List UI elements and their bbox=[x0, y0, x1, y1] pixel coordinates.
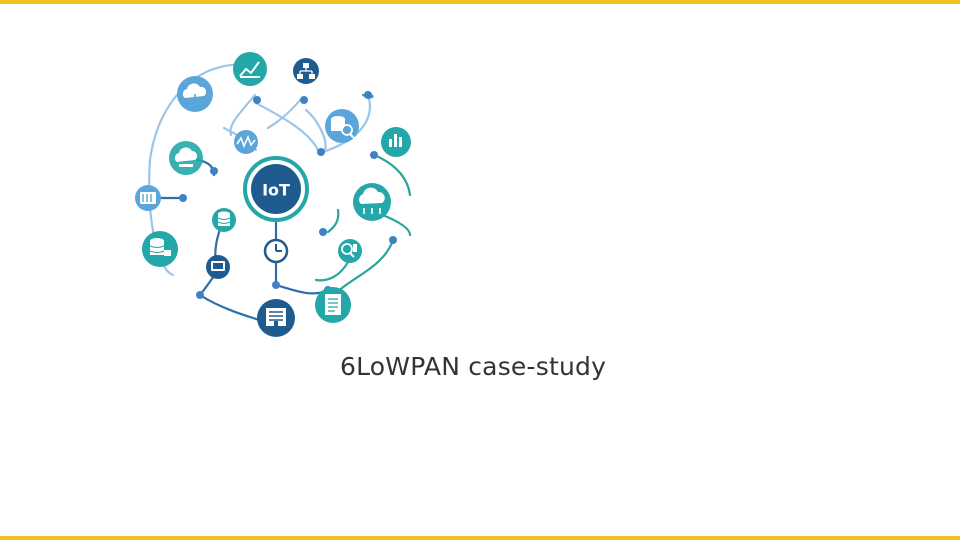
server-rack-icon bbox=[135, 185, 161, 211]
connector-line bbox=[254, 101, 320, 152]
bar-chart-icon bbox=[381, 127, 411, 157]
node-dot bbox=[253, 96, 261, 104]
connector-line bbox=[326, 208, 340, 234]
node-dot bbox=[364, 91, 372, 99]
connector-line bbox=[229, 93, 257, 137]
stopwatch-icon bbox=[263, 238, 289, 264]
cloud-download-icon bbox=[177, 76, 213, 112]
connector-line bbox=[304, 108, 327, 152]
cloud-sync-icon bbox=[169, 141, 203, 175]
top-accent-bar bbox=[0, 0, 960, 4]
office-building-icon bbox=[257, 299, 295, 337]
monitor-icon bbox=[206, 255, 230, 279]
node-dot bbox=[179, 194, 187, 202]
node-dot bbox=[389, 236, 397, 244]
signal-wave-icon bbox=[234, 130, 258, 154]
connector-line bbox=[372, 153, 412, 197]
connector-line bbox=[274, 283, 330, 295]
hub-label: IoT bbox=[262, 181, 290, 200]
node-dot bbox=[319, 228, 327, 236]
database-lock-icon bbox=[142, 231, 178, 267]
node-dot bbox=[370, 151, 378, 159]
node-dot bbox=[272, 281, 280, 289]
analytics-chart-icon bbox=[233, 52, 267, 86]
bottom-accent-bar bbox=[0, 536, 960, 540]
node-dot bbox=[300, 96, 308, 104]
iot-hub: IoT bbox=[243, 156, 309, 222]
document-list-icon bbox=[315, 287, 351, 323]
node-dot bbox=[210, 167, 218, 175]
database-icon bbox=[212, 208, 236, 232]
node-dot bbox=[196, 291, 204, 299]
connector-line bbox=[314, 260, 350, 282]
search-analytics-icon bbox=[338, 239, 362, 263]
network-nodes-icon bbox=[293, 58, 319, 84]
slide-title: 6LoWPAN case-study bbox=[340, 352, 607, 381]
connector-line bbox=[321, 93, 371, 154]
connector-line bbox=[266, 98, 302, 130]
database-search-icon bbox=[325, 109, 359, 143]
storage-icon bbox=[353, 183, 391, 221]
node-dot bbox=[317, 148, 325, 156]
iot-network-graphic: IoT bbox=[135, 52, 412, 337]
